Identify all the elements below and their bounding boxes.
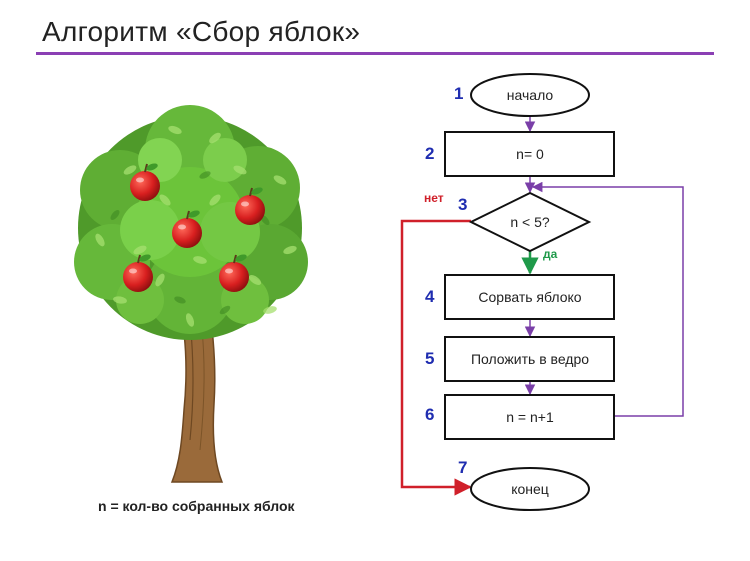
step-end: конец bbox=[470, 467, 590, 511]
apple-icon bbox=[219, 254, 249, 292]
step-end-label: конец bbox=[511, 481, 549, 497]
step-pick-label: Сорвать яблоко bbox=[478, 289, 581, 305]
branch-no-label: нет bbox=[424, 191, 444, 205]
step-put: Положить в ведро bbox=[444, 336, 615, 382]
tree-trunk bbox=[170, 299, 224, 483]
step-number: 5 bbox=[425, 349, 434, 368]
branch-yes-label: да bbox=[543, 247, 558, 261]
apple-icon bbox=[123, 254, 153, 292]
apple-icon bbox=[130, 163, 160, 201]
step-start-label: начало bbox=[507, 87, 554, 103]
step-put-label: Положить в ведро bbox=[471, 351, 589, 367]
arrow-loop-back bbox=[531, 181, 684, 417]
step-condition-label: n < 5? bbox=[510, 214, 550, 230]
step-start: начало bbox=[470, 73, 590, 117]
step-increment: n = n+1 bbox=[444, 394, 615, 440]
title-underline bbox=[36, 52, 714, 55]
step-number: 2 bbox=[425, 144, 434, 163]
step-number: 1 bbox=[454, 84, 463, 103]
variable-caption: n = кол-во собранных яблок bbox=[98, 498, 295, 514]
step-increment-label: n = n+1 bbox=[506, 409, 554, 425]
arrow-3-to-7-no bbox=[400, 219, 472, 496]
step-number: 3 bbox=[458, 195, 467, 214]
step-init-label: n= 0 bbox=[516, 146, 544, 162]
step-number: 6 bbox=[425, 405, 434, 424]
flow-connectors bbox=[400, 116, 684, 496]
step-number: 7 bbox=[458, 458, 467, 477]
apple-icon bbox=[172, 210, 202, 248]
apple-icon bbox=[235, 187, 265, 225]
page-title: Алгоритм «Сбор яблок» bbox=[42, 16, 361, 47]
flowchart: начало n= 0 n < 5? Сорвать яблоко Положи… bbox=[400, 73, 684, 511]
step-pick: Сорвать яблоко bbox=[444, 274, 615, 320]
apple-tree-illustration bbox=[74, 105, 308, 483]
step-init: n= 0 bbox=[444, 131, 615, 177]
step-condition: n < 5? bbox=[468, 191, 592, 253]
step-number: 4 bbox=[425, 287, 435, 306]
